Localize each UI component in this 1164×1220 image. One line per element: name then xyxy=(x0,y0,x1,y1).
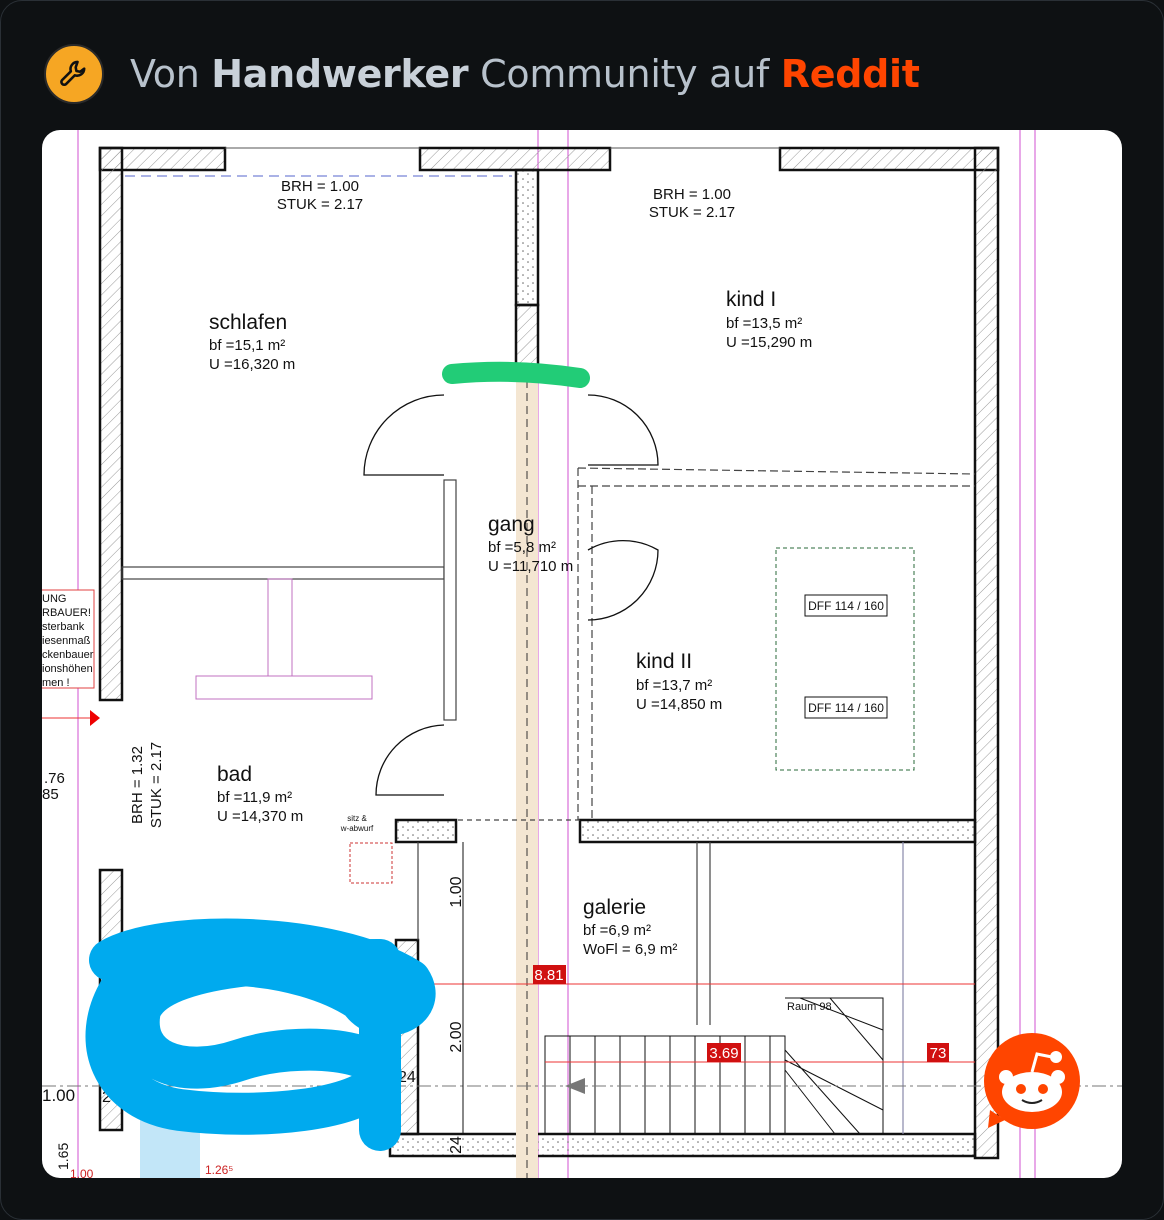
room-bad: bad bf =11,9 m² U =14,370 m xyxy=(217,763,303,825)
interior-walls xyxy=(121,467,976,1134)
svg-text:U =15,290 m: U =15,290 m xyxy=(726,334,812,351)
svg-text:bf =6,9 m²: bf =6,9 m² xyxy=(583,922,651,939)
platform-name[interactable]: Reddit xyxy=(780,52,920,96)
window-stuk: STUK = 2.17 xyxy=(148,742,165,828)
svg-text:iesenmaß: iesenmaß xyxy=(42,635,91,647)
dimension-label: 1.65 xyxy=(55,1143,71,1170)
floor-plan-image[interactable]: DFF 114 / 160 DFF 114 / 160 Raum 98 8.81… xyxy=(42,130,1122,1178)
svg-text:U =14,370 m: U =14,370 m xyxy=(217,808,303,825)
dimension-label: 2.00 xyxy=(448,1021,465,1052)
svg-text:sterbank: sterbank xyxy=(42,621,85,633)
room-gang: gang bf =5,8 m² U =11,710 m xyxy=(488,513,573,575)
svg-text:gang: gang xyxy=(488,513,535,536)
walls xyxy=(98,146,1000,1160)
green-highlight-mark xyxy=(442,361,590,388)
svg-text:UNG: UNG xyxy=(42,593,66,605)
window-stuk: STUK = 2.17 xyxy=(277,196,363,213)
svg-text:ionshöhen: ionshöhen xyxy=(42,663,93,675)
svg-text:bf =13,7 m²: bf =13,7 m² xyxy=(636,677,712,694)
dimension-label: 8.81 xyxy=(534,967,563,984)
window-brh: BRH = 1.00 xyxy=(653,186,731,203)
dimension-label: 85 xyxy=(42,786,59,803)
svg-text:bf =11,9 m²: bf =11,9 m² xyxy=(217,789,292,806)
title-prefix: Von xyxy=(130,52,200,96)
svg-text:men !: men ! xyxy=(42,677,70,689)
shaft xyxy=(349,842,393,884)
svg-text:RBAUER!: RBAUER! xyxy=(42,607,91,619)
bath-fixtures xyxy=(195,578,373,700)
room-kind-1: kind I bf =13,5 m² U =15,290 m xyxy=(726,288,812,351)
roof-window-area xyxy=(775,547,915,771)
dimension-label: 24 xyxy=(398,1069,416,1086)
floor-plan-drawing: DFF 114 / 160 DFF 114 / 160 Raum 98 8.81… xyxy=(42,130,1122,1178)
stair-label: Raum 98 xyxy=(787,1001,832,1013)
dimension-lines xyxy=(42,717,975,1063)
share-header: Von Handwerker Community auf Reddit xyxy=(44,42,920,106)
warning-note xyxy=(42,589,95,689)
blue-scribble-redaction xyxy=(85,918,436,1178)
svg-text:WoFl = 6,9 m²: WoFl = 6,9 m² xyxy=(583,941,677,958)
svg-text:kind I: kind I xyxy=(726,288,776,311)
roof-window-label: DFF 114 / 160 xyxy=(808,701,884,715)
doors xyxy=(363,394,659,796)
dimension-label: 1.00 xyxy=(448,876,465,907)
dimension-label: 24 xyxy=(448,1136,465,1154)
share-title: Von Handwerker Community auf Reddit xyxy=(130,52,920,96)
svg-text:U =16,320 m: U =16,320 m xyxy=(209,356,295,373)
guide-lines xyxy=(77,130,1036,1178)
svg-text:bf =13,5 m²: bf =13,5 m² xyxy=(726,315,802,332)
dimension-label: 1.00 xyxy=(42,1086,75,1105)
staircase xyxy=(544,997,884,1135)
dimension-label: 3.69 xyxy=(709,1045,738,1062)
warning-note-text: UNG RBAUER! sterbank iesenmaß ckenbauer … xyxy=(42,593,94,689)
wrench-icon[interactable] xyxy=(44,44,104,104)
svg-text:bad: bad xyxy=(217,763,252,786)
roof-window-label: DFF 114 / 160 xyxy=(808,599,884,613)
community-name[interactable]: Handwerker xyxy=(211,52,469,96)
svg-text:U =11,710 m: U =11,710 m xyxy=(488,558,573,575)
sitz-label: sitz & xyxy=(347,814,367,823)
room-kind-2: kind II bf =13,7 m² U =14,850 m xyxy=(636,650,722,713)
svg-text:schlafen: schlafen xyxy=(209,311,287,334)
sitz-label: w-abwurf xyxy=(340,824,374,833)
dimension-label: .76 xyxy=(44,770,65,787)
svg-text:U =14,850 m: U =14,850 m xyxy=(636,696,722,713)
window-brh: BRH = 1.00 xyxy=(281,178,359,195)
svg-text:bf =15,1 m²: bf =15,1 m² xyxy=(209,337,285,354)
reddit-logo-icon xyxy=(984,1033,1080,1129)
svg-text:bf =5,8 m²: bf =5,8 m² xyxy=(488,539,556,556)
svg-text:kind II: kind II xyxy=(636,650,692,673)
svg-text:galerie: galerie xyxy=(583,896,646,919)
window-brh: BRH = 1.32 xyxy=(129,746,146,824)
room-schlafen: schlafen bf =15,1 m² U =16,320 m xyxy=(209,311,295,373)
svg-text:ckenbauer: ckenbauer xyxy=(42,649,94,661)
window-stuk: STUK = 2.17 xyxy=(649,204,735,221)
room-galerie: galerie bf =6,9 m² WoFl = 6,9 m² xyxy=(583,896,677,958)
title-middle: Community auf xyxy=(480,52,769,96)
dimension-label: 1.26⁵ xyxy=(205,1163,233,1177)
dimension-label: 1.00 xyxy=(70,1167,94,1178)
dimension-label: 73 xyxy=(930,1045,947,1062)
